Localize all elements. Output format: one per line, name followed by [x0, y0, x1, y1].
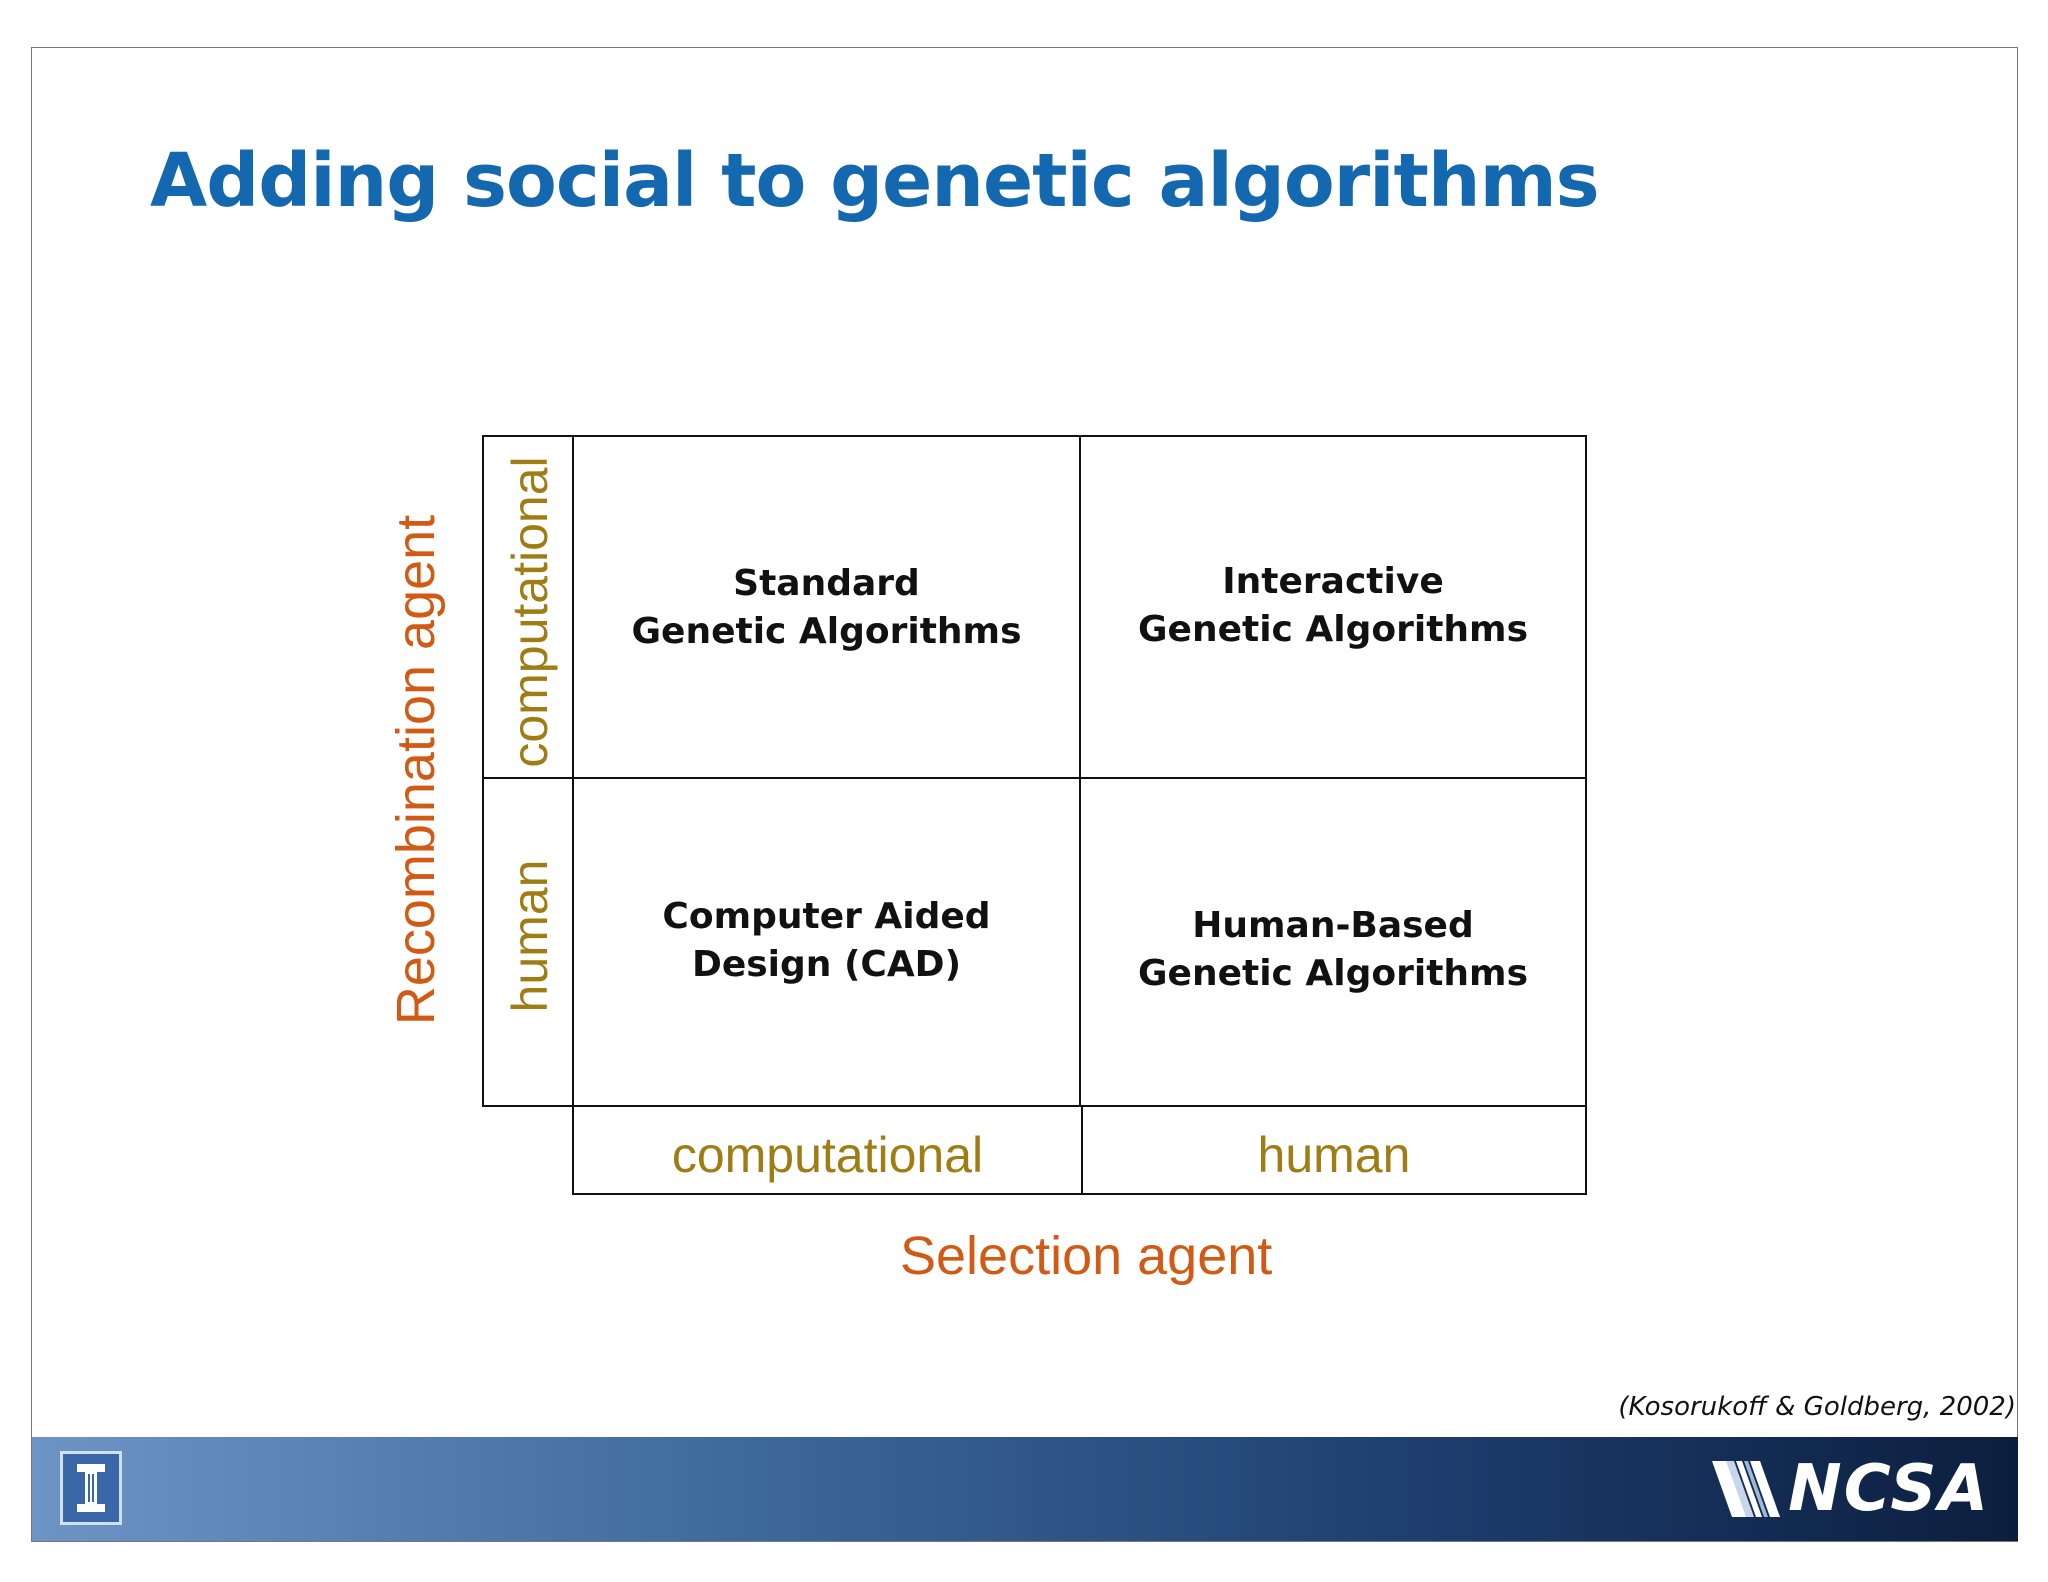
- cell-human-based-ga-text: Human-Based Genetic Algorithms: [1079, 902, 1587, 998]
- cell-text-line: Genetic Algorithms: [1137, 609, 1528, 650]
- col-label-computational: computational: [671, 1127, 984, 1183]
- row-label-computational: computational: [502, 456, 558, 768]
- ncsa-logo: NCSA: [1712, 1452, 1990, 1526]
- cell-interactive-ga-text: Interactive Genetic Algorithms: [1079, 558, 1587, 654]
- cell-text-line: Genetic Algorithms: [1137, 953, 1528, 994]
- ncsa-stripes-icon: [1712, 1461, 1781, 1517]
- col-label-box-human: [1081, 1105, 1587, 1195]
- footer-bar: NCSA: [32, 1437, 2018, 1541]
- ncsa-logo-text: NCSA: [1788, 1452, 1990, 1526]
- x-axis-label: Selection agent: [900, 1226, 1273, 1286]
- citation: (Kosorukoff & Goldberg, 2002): [1618, 1392, 2016, 1422]
- slide-frame: [31, 47, 2018, 1542]
- cell-standard-ga-text: Standard Genetic Algorithms: [572, 560, 1081, 656]
- cell-text-line: Design (CAD): [691, 944, 962, 985]
- row-label-human: human: [502, 859, 558, 1013]
- university-of-illinois-block-i-icon: [60, 1451, 122, 1525]
- cell-text-line: Human-Based: [1192, 905, 1474, 946]
- col-label-human: human: [1257, 1127, 1411, 1183]
- cell-text-line: Genetic Algorithms: [631, 611, 1022, 652]
- slide-title: Adding social to genetic algorithms: [150, 138, 1600, 224]
- cell-cad-text: Computer Aided Design (CAD): [572, 893, 1081, 989]
- cell-text-line: Interactive: [1222, 561, 1444, 602]
- cell-text-line: Computer Aided: [662, 896, 991, 937]
- cell-text-line: Standard: [733, 563, 920, 604]
- y-axis-label: Recombination agent: [386, 514, 446, 1026]
